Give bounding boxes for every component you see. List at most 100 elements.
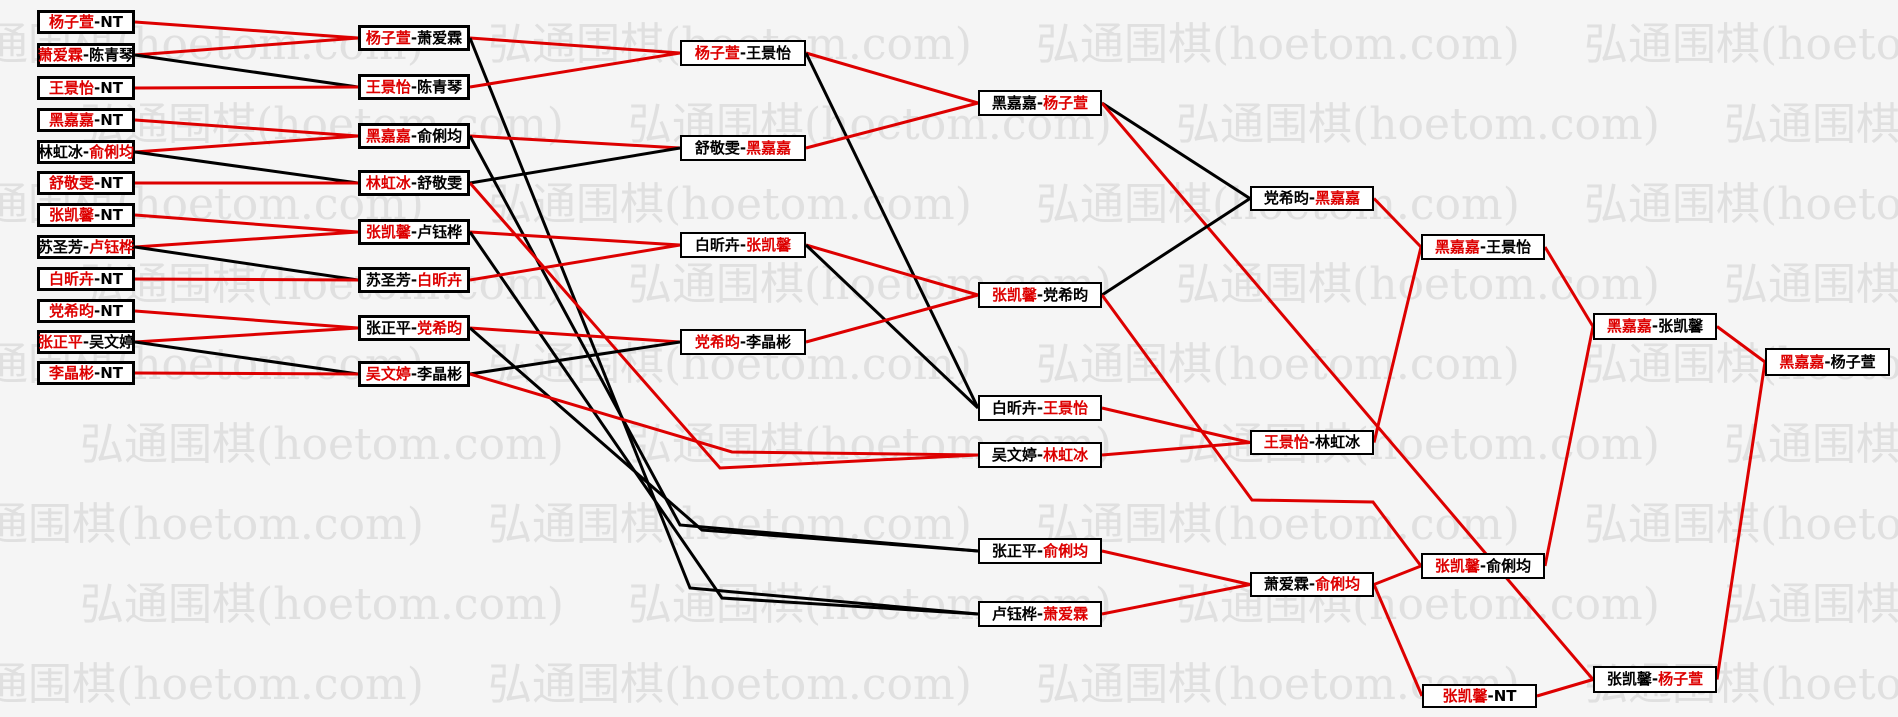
bracket-line-r3_2-r4_1 bbox=[805, 101, 979, 150]
player-name-loser: 苏圣芳 bbox=[37, 237, 83, 256]
match-box-r1_12: 李晶彬-NT bbox=[37, 361, 135, 385]
bracket-line-r2_1-r3_1 bbox=[469, 36, 681, 55]
player-name-winner: 张凯馨 bbox=[48, 205, 94, 224]
pairing-dash: - bbox=[1824, 352, 1831, 371]
player-name-loser: 陈青琴 bbox=[89, 45, 135, 64]
player-name-winner: 舒敬雯 bbox=[48, 173, 94, 192]
pairing-dash: - bbox=[410, 126, 418, 145]
bracket-line-r1_4-r2_3 bbox=[134, 118, 359, 138]
match-box-r4_6: 卢钰桦-萧爱霖 bbox=[978, 601, 1102, 627]
pairing-dash: - bbox=[1036, 541, 1044, 560]
bracket-line-r3_1-r4_3 bbox=[804, 52, 980, 409]
player-name-loser: NT bbox=[100, 269, 124, 288]
bracket-line-r4_2-r5_1 bbox=[1101, 197, 1251, 297]
player-name-loser: NT bbox=[100, 173, 124, 192]
pairing-dash: - bbox=[1308, 575, 1316, 593]
player-name-loser: NT bbox=[100, 12, 124, 31]
pairing-dash: - bbox=[1036, 93, 1044, 112]
player-name-loser: 林虹冰 bbox=[37, 142, 83, 161]
player-name-loser: NT bbox=[100, 78, 124, 97]
match-box-r1_1: 杨子萱-NT bbox=[37, 10, 135, 34]
bracket-line-r1_2-r2_1 bbox=[134, 36, 359, 57]
match-box-r2_4: 林虹冰-舒敬雯 bbox=[358, 170, 470, 196]
pairing-dash: - bbox=[739, 235, 747, 254]
pairing-dash: - bbox=[1479, 237, 1487, 256]
player-name-loser: NT bbox=[100, 110, 124, 129]
bracket-line-r3_3-r4_2 bbox=[805, 243, 979, 297]
bracket-line-r1_8-r2_6 bbox=[134, 245, 359, 282]
player-name-loser: 王景怡 bbox=[1486, 237, 1532, 256]
player-name-loser: 萧爱霖 bbox=[417, 28, 463, 47]
match-box-r3_3: 白昕卉-张凯馨 bbox=[680, 232, 806, 258]
match-box-r3_4: 党希昀-李晶彬 bbox=[680, 329, 806, 355]
pairing-dash: - bbox=[82, 45, 90, 64]
bracket-line-r4_5-r5_3 bbox=[1101, 549, 1251, 586]
player-name-winner: 杨子萱 bbox=[694, 43, 740, 62]
player-name-loser: 黑嘉嘉 bbox=[991, 93, 1037, 112]
player-name-winner: 张凯馨 bbox=[1442, 686, 1488, 705]
player-name-winner: 黑嘉嘉 bbox=[365, 126, 411, 145]
match-box-bye: 张凯馨-NT bbox=[1422, 684, 1537, 708]
player-name-loser: NT bbox=[100, 363, 124, 382]
match-box-r1_3: 王景怡-NT bbox=[37, 76, 135, 100]
player-name-loser: 张正平 bbox=[991, 541, 1037, 560]
bracket-line-r4_3-r5_2 bbox=[1101, 406, 1251, 444]
player-name-loser: 卢钰桦 bbox=[417, 222, 463, 241]
bracket-line-r4_1-r5_1 bbox=[1101, 101, 1251, 200]
player-name-loser: 吴文婷 bbox=[991, 445, 1037, 464]
bracket-line-r1_7-r2_5 bbox=[134, 213, 359, 234]
player-name-winner: 白昕卉 bbox=[48, 269, 94, 288]
bracket-line-r2_2-r3_1 bbox=[469, 51, 681, 89]
pairing-dash: - bbox=[82, 237, 90, 256]
bracket-line-r7_2-r8_1 bbox=[1715, 361, 1767, 680]
match-box-r5_1: 党希昀-黑嘉嘉 bbox=[1250, 186, 1374, 211]
bracket-line-r5_1-r6_1 bbox=[1372, 197, 1423, 249]
match-box-r1_6: 舒敬雯-NT bbox=[37, 171, 135, 195]
pairing-dash: - bbox=[1036, 398, 1044, 417]
player-name-loser: 吴文婷 bbox=[89, 332, 135, 351]
match-box-r3_2: 舒敬雯-黑嘉嘉 bbox=[680, 135, 806, 161]
match-box-r1_8: 苏圣芳-卢钰桦 bbox=[37, 235, 135, 259]
pairing-dash: - bbox=[93, 12, 101, 31]
player-name-winner: 张凯馨 bbox=[991, 285, 1037, 304]
player-name-loser: 王景怡 bbox=[746, 43, 792, 62]
player-name-loser: NT bbox=[100, 205, 124, 224]
player-name-winner: 黑嘉嘉 bbox=[1434, 237, 1480, 256]
bracket-line-r2_4-r3_2 bbox=[469, 146, 681, 185]
bracket-line-r5_3-r6_2 bbox=[1373, 564, 1422, 586]
player-name-loser: 苏圣芳 bbox=[365, 270, 411, 289]
pairing-dash: - bbox=[410, 173, 418, 192]
match-box-r1_10: 党希昀-NT bbox=[37, 299, 135, 323]
match-box-r8_1: 黑嘉嘉-杨子萱 bbox=[1765, 348, 1890, 376]
player-name-loser: 党希昀 bbox=[1043, 285, 1089, 304]
pairing-dash: - bbox=[93, 363, 101, 382]
player-name-loser: 白昕卉 bbox=[694, 235, 740, 254]
player-name-loser: 卢钰桦 bbox=[991, 604, 1037, 623]
player-name-loser: 俞俐均 bbox=[1486, 556, 1532, 575]
player-name-winner: 俞俐均 bbox=[1043, 541, 1089, 560]
player-name-winner: 吴文婷 bbox=[365, 364, 411, 383]
bracket-line-r2_3-r3_2 bbox=[469, 134, 681, 150]
player-name-loser: 舒敬雯 bbox=[694, 138, 740, 157]
bracket-line-r4_6-r5_3 bbox=[1101, 583, 1251, 616]
pairing-dash: - bbox=[93, 205, 101, 224]
player-name-loser: 党希昀 bbox=[1263, 189, 1309, 207]
match-box-r2_3: 黑嘉嘉-俞俐均 bbox=[358, 123, 470, 149]
pairing-dash: - bbox=[93, 78, 101, 97]
match-box-r2_8: 吴文婷-李晶彬 bbox=[358, 361, 470, 387]
bracket-line-bye-r7_2 bbox=[1536, 678, 1594, 698]
player-name-loser: 林虹冰 bbox=[1315, 433, 1361, 451]
player-name-winner: 张凯馨 bbox=[365, 222, 411, 241]
pairing-dash: - bbox=[410, 77, 418, 96]
player-name-winner: 王景怡 bbox=[1263, 433, 1309, 451]
bracket-line-r1_11-r2_7 bbox=[134, 326, 359, 344]
pairing-dash: - bbox=[93, 173, 101, 192]
match-box-r2_5: 张凯馨-卢钰桦 bbox=[358, 219, 470, 245]
player-name-winner: 俞俐均 bbox=[89, 142, 135, 161]
match-box-r4_2: 张凯馨-党希昀 bbox=[978, 282, 1102, 308]
pairing-dash: - bbox=[739, 332, 747, 351]
bracket-line-r2_1-r4_6 bbox=[468, 37, 979, 616]
bracket-line-r6_2-r7_1 bbox=[1543, 326, 1595, 567]
